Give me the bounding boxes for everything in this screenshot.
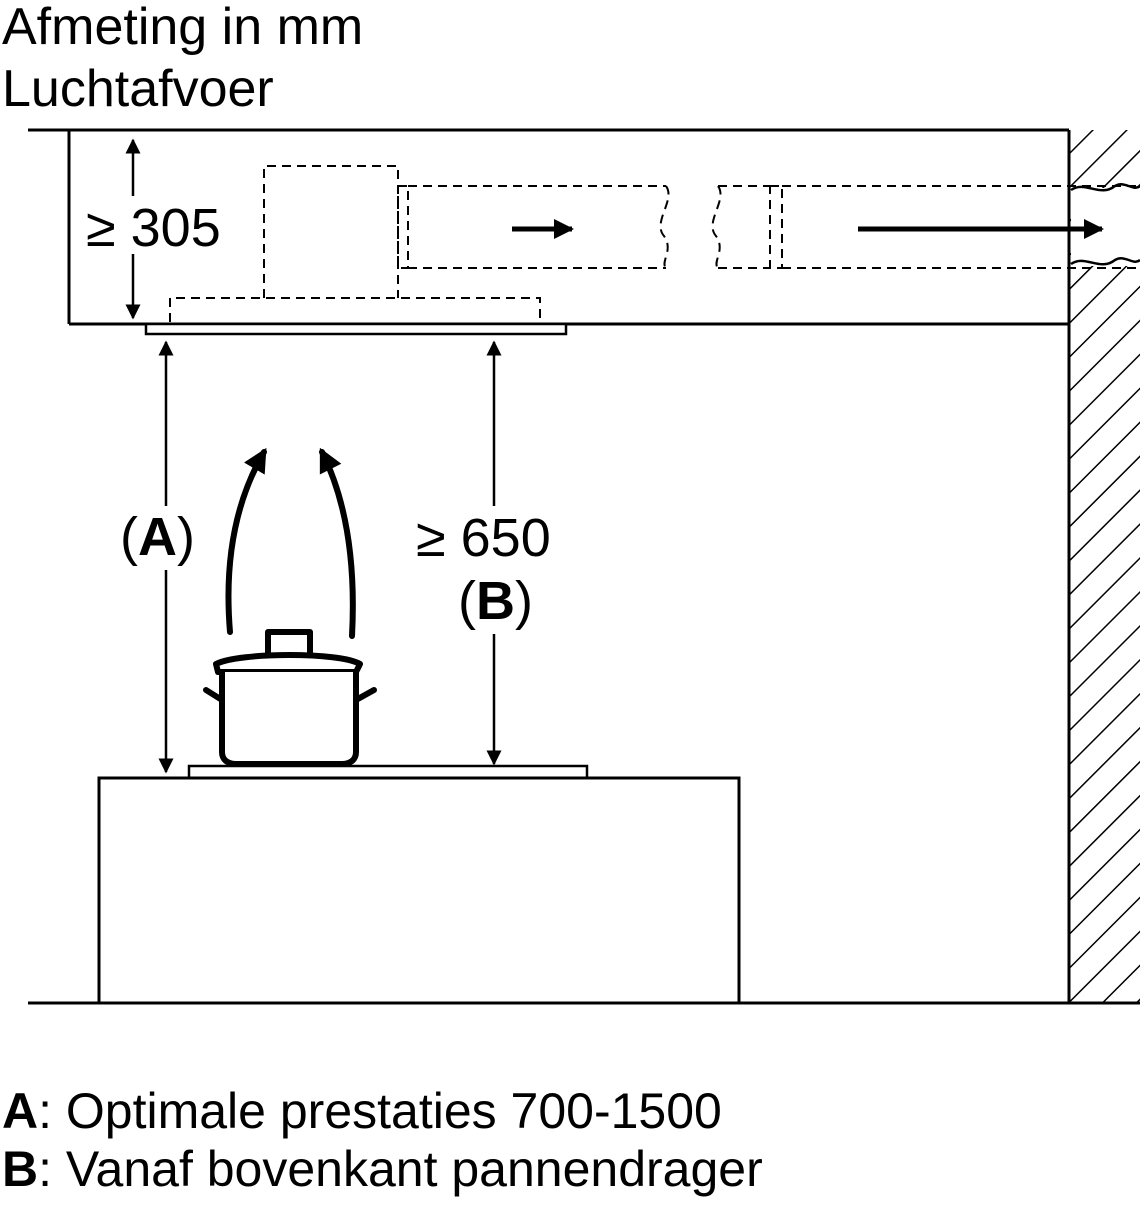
- hatched-wall: [1067, 130, 1140, 1003]
- hood-plate: [144, 322, 568, 336]
- diagram-title: Afmeting in mm: [2, 0, 363, 56]
- diagram-subtitle: Luchtafvoer: [2, 60, 274, 118]
- dimension-ceiling-depth: [84, 138, 234, 320]
- hidden-duct: [169, 165, 1140, 322]
- hob: [187, 764, 589, 780]
- legend-item-a: A: Optimale prestaties 700-1500: [2, 1083, 722, 1139]
- cooking-pot-icon: [203, 629, 377, 767]
- ceiling-depth-label: ≥ 305: [86, 198, 221, 258]
- dimension-b-label: (B): [458, 571, 533, 631]
- dimension-a-label: (A): [120, 507, 195, 567]
- kitchen-cabinet: [97, 776, 741, 1005]
- hob-distance-label: ≥ 650: [416, 508, 551, 568]
- legend-item-b: B: Vanaf bovenkant pannendrager: [2, 1141, 763, 1197]
- steam-arrow-icon: [225, 447, 356, 639]
- dimension-a: [120, 340, 212, 774]
- dimension-b: [410, 340, 568, 766]
- legend: A: Optimale prestaties 700-1500 B: Vanaf…: [2, 1083, 763, 1197]
